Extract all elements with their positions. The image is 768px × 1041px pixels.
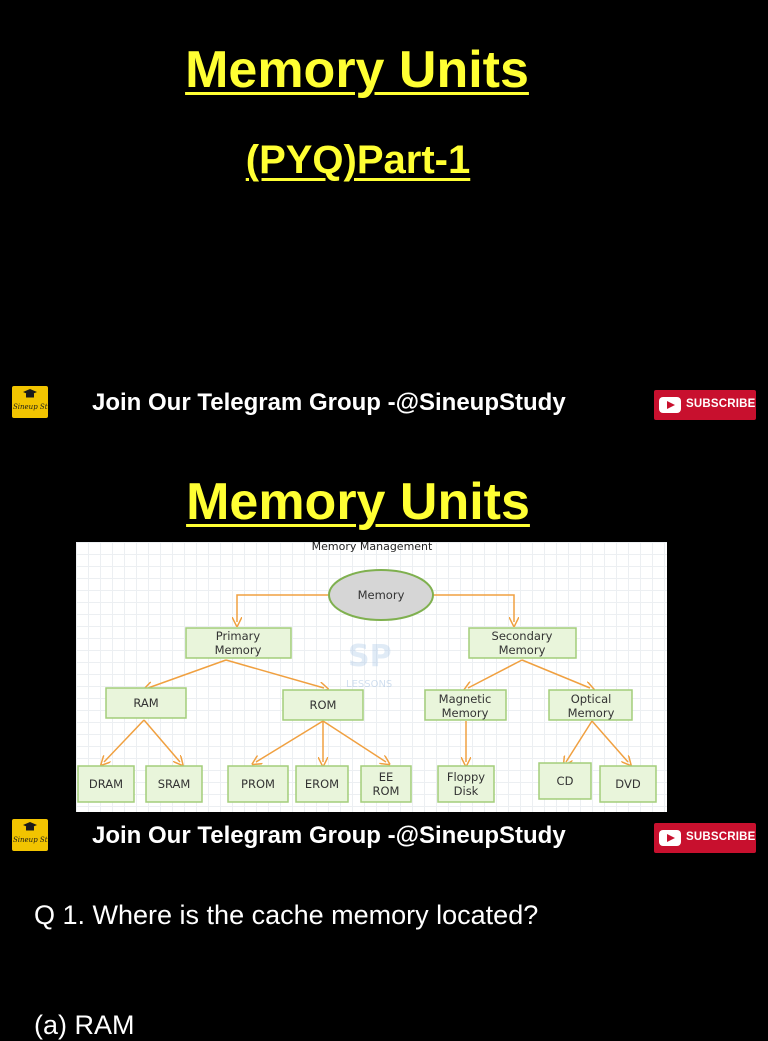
svg-text:Secondary: Secondary	[492, 629, 553, 643]
svg-text:Memory: Memory	[568, 706, 615, 720]
svg-text:Optical: Optical	[571, 692, 612, 706]
svg-text:DVD: DVD	[615, 777, 641, 791]
svg-text:CD: CD	[557, 774, 574, 788]
svg-text:ROM: ROM	[310, 698, 337, 712]
svg-text:Magnetic: Magnetic	[439, 692, 492, 706]
node-eerom	[360, 765, 412, 803]
svg-text:Disk: Disk	[454, 784, 479, 798]
subscribe-label: SUBSCRIBE	[686, 831, 756, 843]
subscribe-label: SUBSCRIBE	[686, 398, 756, 410]
node-dvd	[599, 765, 657, 803]
slide2-title: Memory Units	[186, 473, 530, 531]
svg-text:DRAM: DRAM	[89, 777, 123, 791]
slide1-subtitle: (PYQ)Part-1	[245, 138, 471, 182]
telegram-banner: Join Our Telegram Group -@SineupStudy	[92, 389, 566, 416]
node-floppy-disk	[437, 765, 495, 803]
watermark-text: LESSONS	[346, 679, 392, 690]
node-secondary-memory	[468, 627, 577, 659]
svg-text:Floppy: Floppy	[447, 770, 485, 784]
question-text: Q 1. Where is the cache memory located?	[34, 900, 539, 930]
sineup-logo-icon: Sineup Study	[12, 819, 48, 851]
svg-text:Memory: Memory	[358, 588, 405, 602]
node-cd	[538, 762, 592, 800]
node-dram	[77, 765, 135, 803]
diagram-heading: Memory Management	[312, 542, 433, 553]
youtube-play-icon	[659, 397, 681, 413]
youtube-play-icon	[659, 830, 681, 846]
node-memory	[328, 569, 434, 621]
node-rom	[282, 689, 364, 721]
node-primary-memory	[185, 627, 292, 659]
svg-text:Memory: Memory	[499, 643, 546, 657]
subscribe-button[interactable]: SUBSCRIBE	[654, 823, 756, 853]
slide1-title: Memory Units	[185, 41, 529, 99]
node-magnetic-memory	[424, 689, 507, 721]
node-ram	[105, 687, 187, 719]
telegram-banner: Join Our Telegram Group -@SineupStudy	[92, 822, 566, 849]
watermark: SP LESSONS	[346, 639, 392, 690]
logo-text: Sineup Study	[13, 403, 48, 411]
svg-text:EE: EE	[379, 770, 394, 784]
memory-diagram: Memory Management SP LESSONS Memory	[76, 542, 667, 812]
svg-text:SP: SP	[348, 639, 392, 674]
svg-text:Primary: Primary	[216, 629, 261, 643]
svg-text:ROM: ROM	[373, 784, 400, 798]
node-optical-memory	[548, 689, 633, 721]
svg-text:RAM: RAM	[133, 696, 158, 710]
node-prom	[227, 765, 289, 803]
svg-text:EROM: EROM	[305, 777, 339, 791]
sineup-logo-icon: Sineup Study	[12, 386, 48, 418]
node-sram	[145, 765, 203, 803]
logo-text: Sineup Study	[13, 836, 48, 844]
option-a: (a) RAM	[34, 1010, 135, 1040]
svg-text:Memory: Memory	[442, 706, 489, 720]
svg-text:SRAM: SRAM	[158, 777, 191, 791]
svg-text:PROM: PROM	[241, 777, 275, 791]
svg-text:Memory: Memory	[215, 643, 262, 657]
node-erom	[295, 765, 349, 803]
subscribe-button[interactable]: SUBSCRIBE	[654, 390, 756, 420]
